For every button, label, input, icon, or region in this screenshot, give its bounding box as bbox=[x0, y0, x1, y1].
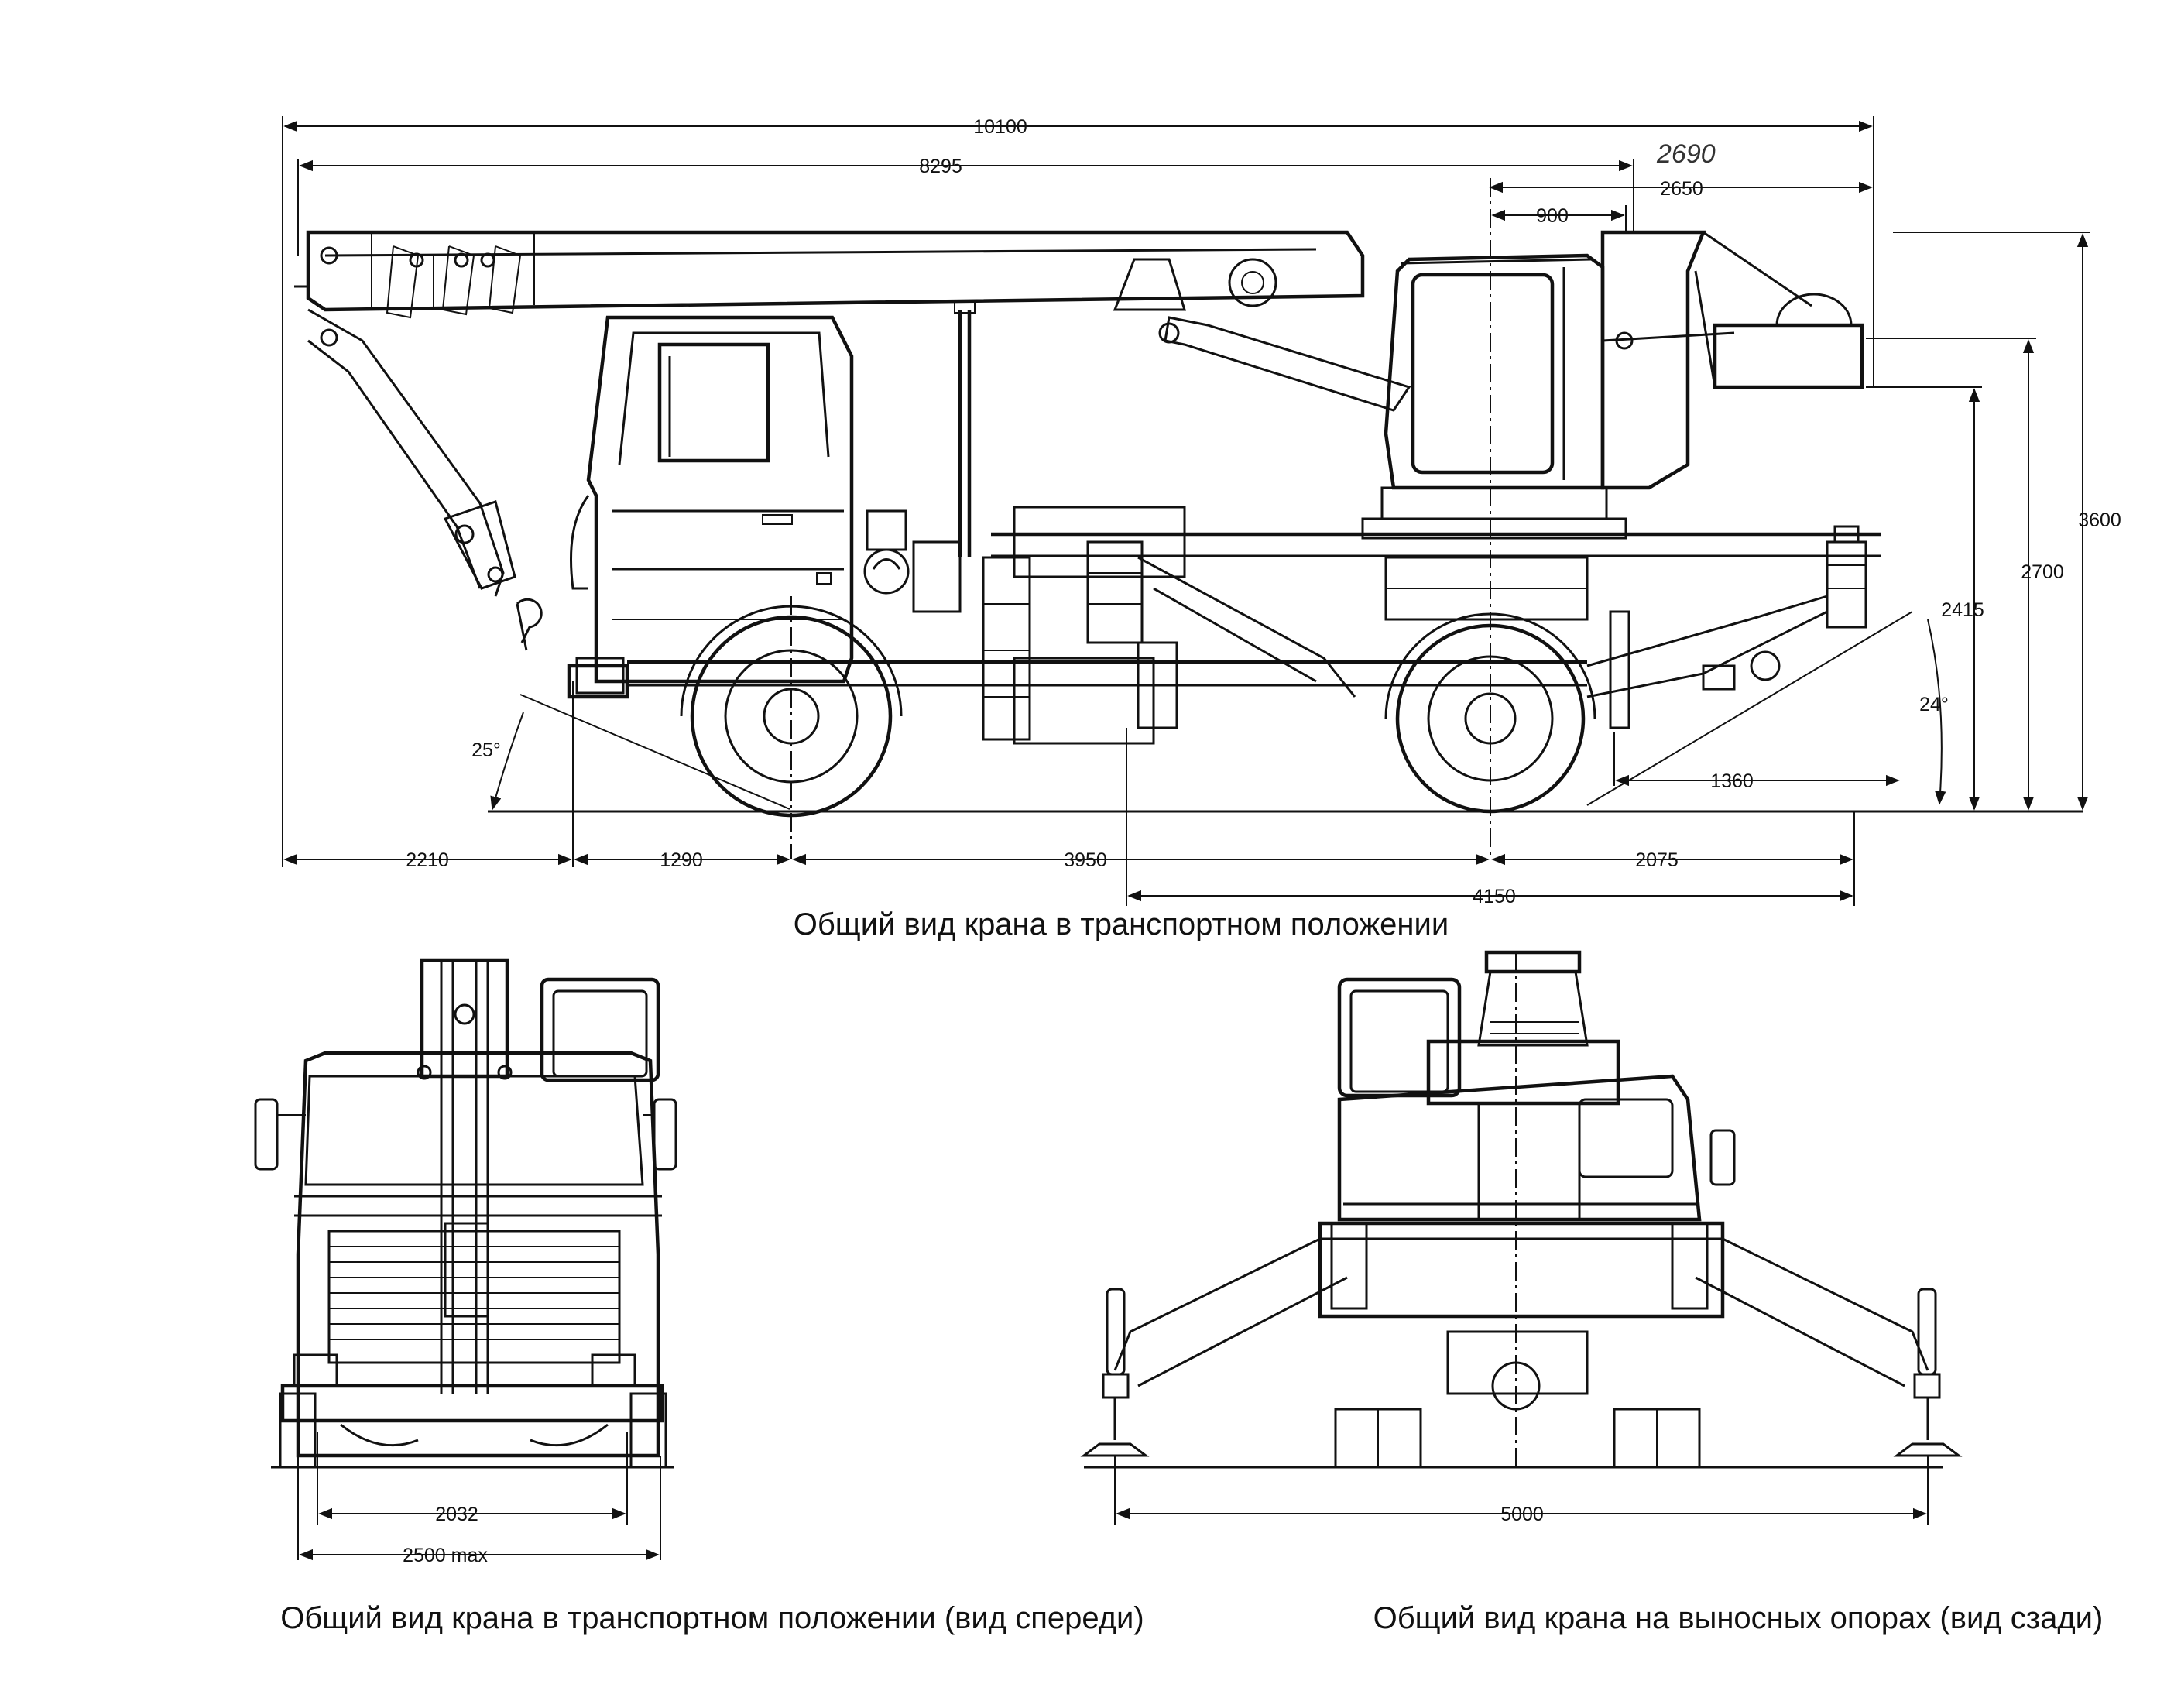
boom bbox=[294, 230, 1411, 651]
dim-rear-to-end: 2075 bbox=[1635, 849, 1679, 871]
departure-angle: 24° bbox=[1919, 694, 1949, 715]
chassis-frame bbox=[627, 506, 1881, 745]
truck-cab bbox=[567, 315, 854, 699]
front-view bbox=[254, 958, 677, 1469]
dim-height-2415: 2415 bbox=[1941, 599, 1984, 621]
handwritten-note: 2690 bbox=[1656, 139, 1716, 169]
approach-angle: 25° bbox=[471, 739, 501, 761]
dim-boom-length: 8295 bbox=[919, 156, 962, 177]
side-view-caption: Общий вид крана в транспортном положении bbox=[794, 907, 1449, 941]
dim-front-overhang: 2210 bbox=[406, 849, 449, 871]
rear-view-caption: Общий вид крана на выносных опорах (вид … bbox=[1373, 1601, 2104, 1635]
side-view bbox=[294, 178, 2083, 859]
rear-view-dimensions: 5000 bbox=[1114, 1456, 1929, 1525]
dim-overall-length: 10100 bbox=[973, 116, 1027, 138]
dim-front-axle-offset: 1290 bbox=[660, 849, 703, 871]
dim-rear-reach: 1360 bbox=[1710, 770, 1754, 792]
dim-width-max: 2500 max bbox=[403, 1545, 488, 1566]
dim-outrigger-span: 5000 bbox=[1500, 1504, 1544, 1525]
front-view-caption: Общий вид крана в транспортном положении… bbox=[280, 1601, 1144, 1635]
dim-outrigger-base: 4150 bbox=[1473, 886, 1516, 907]
dim-track: 2032 bbox=[435, 1504, 478, 1525]
dim-wheelbase: 3950 bbox=[1064, 849, 1107, 871]
front-view-dimensions: 2032 2500 max bbox=[297, 1432, 661, 1566]
dim-rear-overhang-top: 2650 bbox=[1660, 178, 1703, 200]
dim-height-total: 3600 bbox=[2078, 509, 2121, 531]
dim-height-2700: 2700 bbox=[2021, 561, 2064, 583]
dim-top-900: 900 bbox=[1536, 205, 1569, 227]
crane-operator-cab bbox=[1361, 230, 1864, 621]
rear-view bbox=[1080, 950, 1963, 1469]
side-view-dimensions: 10100 8295 2690 2650 900 2210 1290 3950 … bbox=[282, 116, 2121, 907]
